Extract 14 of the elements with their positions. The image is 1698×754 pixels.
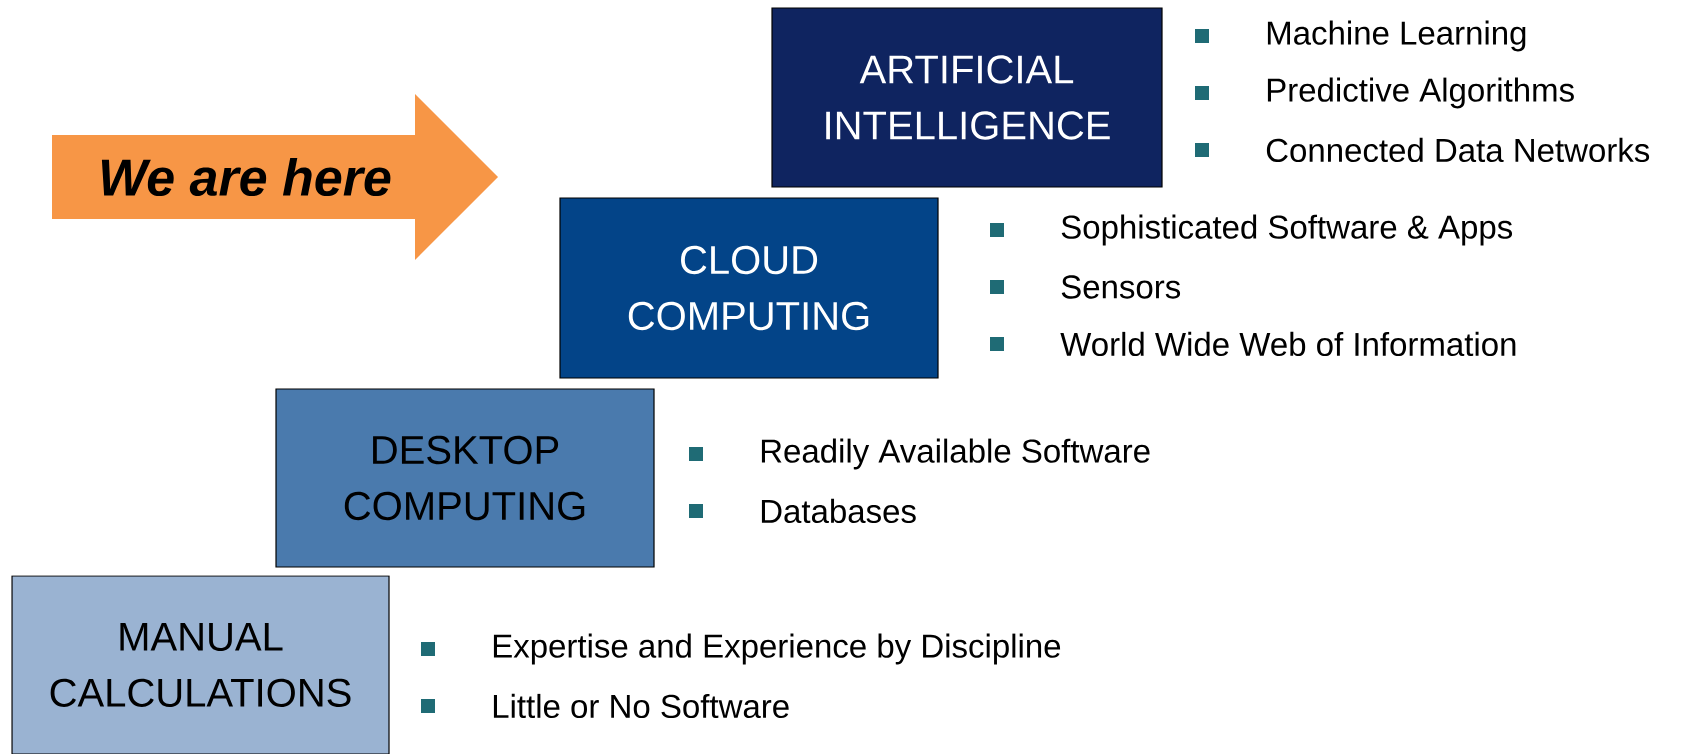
bullet-text: World Wide Web of Information (1060, 331, 1516, 357)
stage-box: MANUAL CALCULATIONS (11, 575, 390, 754)
bullet-text: Sophisticated Software & Apps (1061, 214, 1513, 246)
bullet-text: Readily Available Software (761, 438, 1150, 470)
bullet-text: Machine Learning (1267, 20, 1526, 52)
bullet-text: Predictive Algorithms (1267, 77, 1574, 109)
bullet-text: Expertise and Experience by Discipline (493, 633, 1061, 665)
stage-box: DESKTOP COMPUTING (275, 388, 655, 568)
bullet-text: Databases (761, 498, 916, 524)
bullet-text: Sensors (1061, 275, 1181, 299)
stage-box: ARTIFICIAL INTELLIGENCE (771, 7, 1163, 188)
bullet-text: Connected Data Networks (1266, 137, 1650, 163)
stage-box: CLOUD COMPUTING (559, 197, 939, 379)
bullet-text: Little or No Software (493, 693, 789, 719)
